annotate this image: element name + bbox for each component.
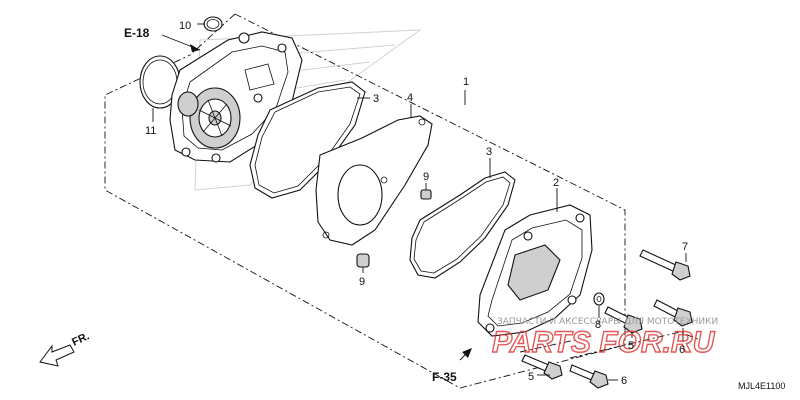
callout-9-upper: 9 — [423, 171, 429, 183]
callout-8: 8 — [595, 319, 601, 331]
part-9-dowel-pin-upper — [420, 189, 432, 200]
callout-3-lower: 3 — [486, 146, 492, 158]
callout-10: 10 — [179, 20, 191, 32]
part-10-o-ring-small — [203, 16, 223, 32]
reference-f35: F-35 — [432, 370, 457, 384]
callout-6-upper: 6 — [679, 344, 685, 356]
part-8-sealing-washer — [593, 292, 605, 306]
front-label: FR. — [70, 330, 91, 348]
part-4-pump-plate — [315, 115, 433, 246]
exploded-assembly-outline — [104, 13, 626, 389]
front-direction-arrow — [39, 344, 75, 367]
e18-reference-arrow — [161, 34, 201, 52]
part-9-dowel-pin-lower — [356, 253, 370, 268]
watermark-caption: ЗАПЧАСТИ И АКСЕССУАРЫ ДЛЯ МОТОТЕХНИКИ — [497, 317, 718, 327]
diagram-code: MJL4E1100 — [738, 381, 785, 391]
callout-5-lower: 5 — [528, 371, 534, 383]
reference-e18: E-18 — [124, 26, 150, 40]
partsfor-watermark: ЗАПЧАСТИ И АКСЕССУАРЫ ДЛЯ МОТОТЕХНИКИ PA… — [491, 317, 718, 360]
callout-4: 4 — [407, 92, 413, 104]
part-7-flange-bolt-long — [639, 249, 691, 281]
part-6-flange-bolt-upper — [653, 299, 693, 327]
callout-11: 11 — [145, 125, 156, 137]
callout-3-upper: 3 — [373, 93, 379, 105]
part-5-flange-bolt-upper — [604, 306, 643, 334]
watermark-logo: PARTS FOR.RU — [492, 326, 716, 359]
f35-reference-arrow — [459, 348, 472, 361]
callout-6-lower: 6 — [621, 375, 627, 387]
callout-5-upper: 5 — [628, 340, 634, 352]
callout-9-lower: 9 — [359, 276, 365, 288]
callout-7: 7 — [682, 241, 688, 253]
part-6-flange-bolt-lower — [569, 364, 609, 389]
part-3-gasket-cover — [409, 171, 516, 279]
part-3-gasket-pump — [249, 81, 366, 199]
callout-1: 1 — [463, 76, 469, 88]
part-2-pump-cover — [477, 204, 593, 337]
callout-2: 2 — [553, 177, 559, 189]
